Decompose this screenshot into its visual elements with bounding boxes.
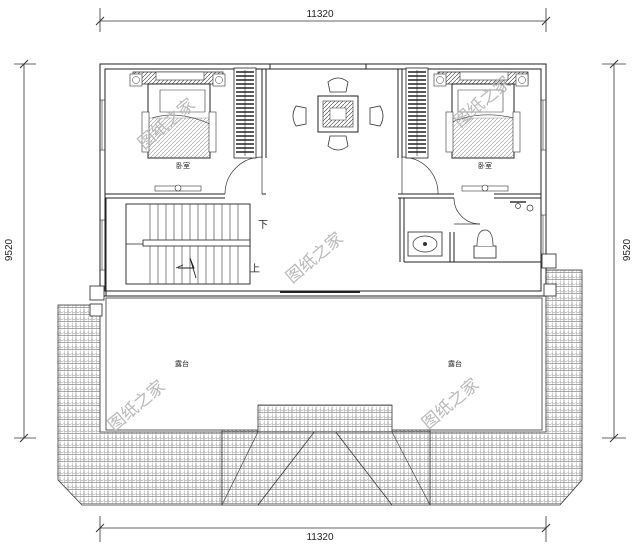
windows [100, 99, 546, 271]
terrace-right-label: 露台 [448, 359, 462, 368]
bedroom-right: 卧室 [405, 67, 529, 192]
dimension-left: 9520 [4, 59, 36, 443]
bedroom-left: 卧室 [129, 67, 257, 192]
stair-down-label: 下 [258, 220, 268, 231]
staircase: 下 上 [125, 203, 268, 285]
columns [89, 253, 557, 317]
dimension-top: 11320 [95, 8, 551, 32]
bedroom-right-label: 卧室 [478, 161, 492, 170]
stair-up-label: 上 [250, 263, 260, 275]
watermark: 图纸之家 [282, 229, 347, 288]
doors [224, 156, 481, 225]
terrace-left-label: 露台 [175, 359, 189, 368]
lounge-table-set [292, 77, 384, 151]
dimension-right: 9520 [602, 59, 633, 443]
dimension-top-label: 11320 [306, 9, 334, 20]
dimension-bottom: 11320 [95, 516, 551, 543]
dimension-left-label: 9520 [4, 238, 15, 261]
dimension-bottom-label: 11320 [306, 532, 334, 543]
bathroom [407, 201, 534, 259]
interior-walls [105, 69, 541, 296]
dimension-right-label: 9520 [622, 238, 633, 261]
bedroom-left-label: 卧室 [176, 161, 190, 170]
